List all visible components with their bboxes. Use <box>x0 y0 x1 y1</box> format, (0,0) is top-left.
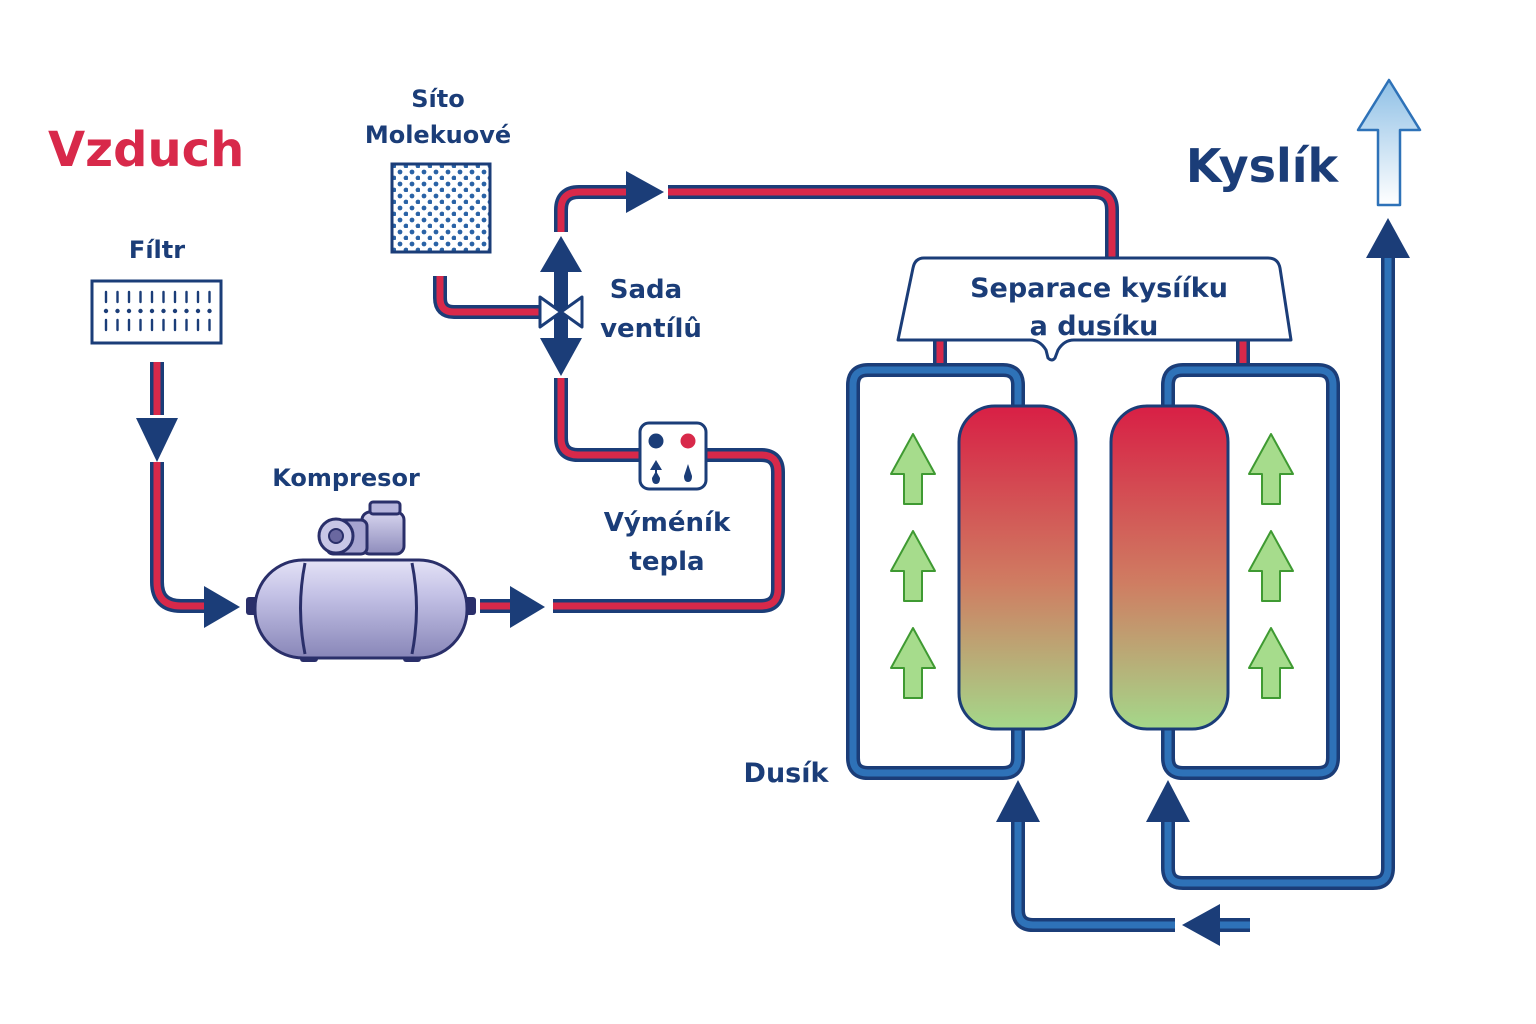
heat-exchanger-label-line1: Výméník <box>604 508 731 538</box>
green-up-arrow-icon <box>1248 433 1294 505</box>
separator-label-line1: Separace kysííku <box>970 273 1228 304</box>
up-arrow-icon <box>1366 218 1410 258</box>
right-tank <box>1109 404 1230 731</box>
right-arrow-icon <box>510 586 545 628</box>
valve-label-line2: ventílû <box>600 314 702 344</box>
oxygen-output-arrow-icon <box>1356 78 1422 207</box>
green-flow-arrows <box>890 433 1294 699</box>
green-up-arrow-icon <box>890 433 936 505</box>
heat-exchanger-icon <box>638 421 708 491</box>
filter-label: Fíltr <box>129 236 185 264</box>
adsorption-tanks <box>957 404 1230 731</box>
air-pipes <box>150 185 1250 613</box>
up-arrow-icon <box>540 236 582 272</box>
filter-icon <box>90 279 223 345</box>
separator-unit <box>896 256 1293 362</box>
sieve-label-line2: Molekuové <box>365 121 511 149</box>
left-arrow-icon <box>1182 904 1220 946</box>
flow-arrowheads <box>136 171 1410 946</box>
heat-exchanger-label-line2: tepla <box>629 547 704 577</box>
down-arrow-icon <box>136 418 178 462</box>
compressor-label: Kompresor <box>272 464 420 492</box>
air-label: Vzduch <box>48 122 244 178</box>
green-up-arrow-icon <box>1248 530 1294 602</box>
oxygen-label: Kyslík <box>1186 139 1340 193</box>
green-up-arrow-icon <box>890 627 936 699</box>
up-arrow-icon <box>1146 780 1190 822</box>
right-arrow-icon <box>626 171 664 213</box>
molecular-sieve-icon <box>390 162 492 254</box>
valve-icon <box>538 272 584 338</box>
valve-label-line1: Sada <box>610 275 682 305</box>
left-tank <box>957 404 1078 731</box>
green-up-arrow-icon <box>890 530 936 602</box>
sieve-label-line1: Síto <box>411 85 464 113</box>
down-arrow-icon <box>540 338 582 376</box>
up-arrow-icon <box>996 780 1040 822</box>
right-arrow-icon <box>204 586 240 628</box>
compressor-icon <box>246 500 476 662</box>
separator-label-line2: a dusíku <box>1030 311 1159 342</box>
nitrogen-label: Dusík <box>744 758 830 789</box>
nitrogen-pipes <box>846 255 1395 932</box>
green-up-arrow-icon <box>1248 627 1294 699</box>
